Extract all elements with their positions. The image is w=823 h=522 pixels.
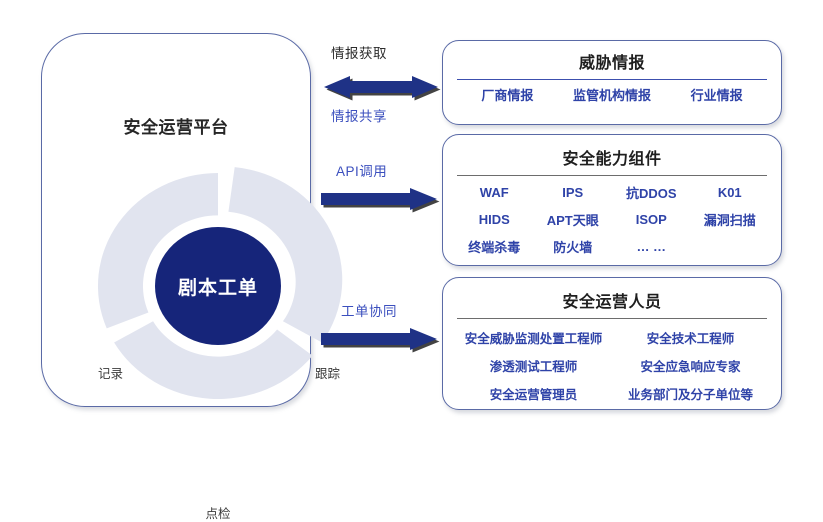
panel-title: 安全运营人员 xyxy=(562,294,662,311)
list-item[interactable]: HIDS xyxy=(478,212,510,227)
connector-label-intel-share: 情报共享 xyxy=(331,109,387,124)
connector-api-call: API调用 xyxy=(321,160,440,222)
page-title: 安全运营平台 xyxy=(123,118,229,137)
connector-label-ticket-collaboration: 工单协同 xyxy=(341,304,397,319)
item-row: HIDS APT天眼 ISOP 漏洞扫描 xyxy=(455,206,769,233)
list-item[interactable]: … … xyxy=(636,239,667,254)
right-arrow-icon xyxy=(321,328,440,353)
panel-item-grid: 安全威胁监测处置工程师 安全技术工程师 渗透测试工程师 安全应急响应专家 安全运… xyxy=(443,323,781,407)
panel-divider xyxy=(457,318,767,319)
panel-security-operations-staff: 安全运营人员 安全威胁监测处置工程师 安全技术工程师 渗透测试工程师 安全应急响… xyxy=(442,277,782,410)
double-arrow-icon xyxy=(324,76,441,101)
list-item[interactable]: 防火墙 xyxy=(553,240,593,255)
list-item[interactable]: 厂商情报 xyxy=(481,88,534,103)
list-item[interactable]: 安全运营管理员 xyxy=(489,387,578,402)
list-item[interactable]: 抗DDOS xyxy=(625,186,677,201)
list-item[interactable]: 行业情报 xyxy=(690,88,743,103)
item-row: 终端杀毒 防火墙 … … xyxy=(455,233,769,260)
item-row: 安全威胁监测处置工程师 安全技术工程师 xyxy=(455,323,769,351)
list-item[interactable]: 安全应急响应专家 xyxy=(640,359,741,374)
donut-segment-tracking xyxy=(228,167,343,343)
panel-item-grid: 厂商情报 监管机构情报 行业情报 xyxy=(443,85,781,104)
list-item[interactable]: ISOP xyxy=(635,212,667,227)
list-item[interactable]: WAF xyxy=(479,185,509,200)
item-row: 渗透测试工程师 安全应急响应专家 xyxy=(455,351,769,379)
item-row: 安全运营管理员 业务部门及分子单位等 xyxy=(455,379,769,407)
donut-label-record: 记录 xyxy=(98,367,124,381)
donut-segment-record xyxy=(97,173,218,329)
security-operations-platform-card: 安全运营平台 剧本工单 记录 跟踪 点检 xyxy=(41,33,343,521)
connector-label-intel-acquire: 情报获取 xyxy=(331,46,387,61)
donut-chart-svg xyxy=(97,167,343,399)
list-item[interactable]: 监管机构情报 xyxy=(573,88,652,103)
connector-ticket-collaboration: 工单协同 xyxy=(321,300,440,362)
panel-item-grid: WAF IPS 抗DDOS K01 HIDS APT天眼 ISOP 漏洞扫描 终… xyxy=(443,179,781,260)
panel-divider xyxy=(457,79,767,80)
right-arrow-icon xyxy=(321,188,440,213)
item-row: WAF IPS 抗DDOS K01 xyxy=(455,179,769,206)
list-item[interactable]: K01 xyxy=(717,185,742,200)
panel-title: 威胁情报 xyxy=(578,55,645,72)
list-item[interactable]: 业务部门及分子单位等 xyxy=(627,387,753,402)
donut-label-tracking: 跟踪 xyxy=(314,367,340,381)
panel-threat-intelligence: 威胁情报 厂商情报 监管机构情报 行业情报 xyxy=(442,40,782,125)
list-item[interactable]: 安全技术工程师 xyxy=(646,331,735,346)
list-item[interactable]: 终端杀毒 xyxy=(468,240,521,255)
list-item[interactable]: 渗透测试工程师 xyxy=(489,359,578,374)
list-item[interactable]: IPS xyxy=(562,185,584,200)
list-item[interactable]: 安全威胁监测处置工程师 xyxy=(464,331,603,346)
list-item[interactable]: 漏洞扫描 xyxy=(703,213,756,228)
panel-divider xyxy=(457,175,767,176)
donut-core-circle xyxy=(155,227,281,345)
list-item[interactable]: APT天眼 xyxy=(546,213,599,228)
donut-label-inspection: 点检 xyxy=(205,507,231,521)
panel-security-capability-components: 安全能力组件 WAF IPS 抗DDOS K01 HIDS APT天眼 ISOP… xyxy=(442,134,782,266)
donut-segment-inspection xyxy=(114,321,313,399)
connector-label-api-call: API调用 xyxy=(336,164,388,179)
playbook-ticket-donut: 剧本工单 记录 跟踪 点检 xyxy=(90,165,346,521)
connector-intel-exchange: 情报获取 情报共享 xyxy=(321,42,441,130)
item-row: 厂商情报 监管机构情报 行业情报 xyxy=(455,85,769,104)
panel-title: 安全能力组件 xyxy=(562,151,662,168)
